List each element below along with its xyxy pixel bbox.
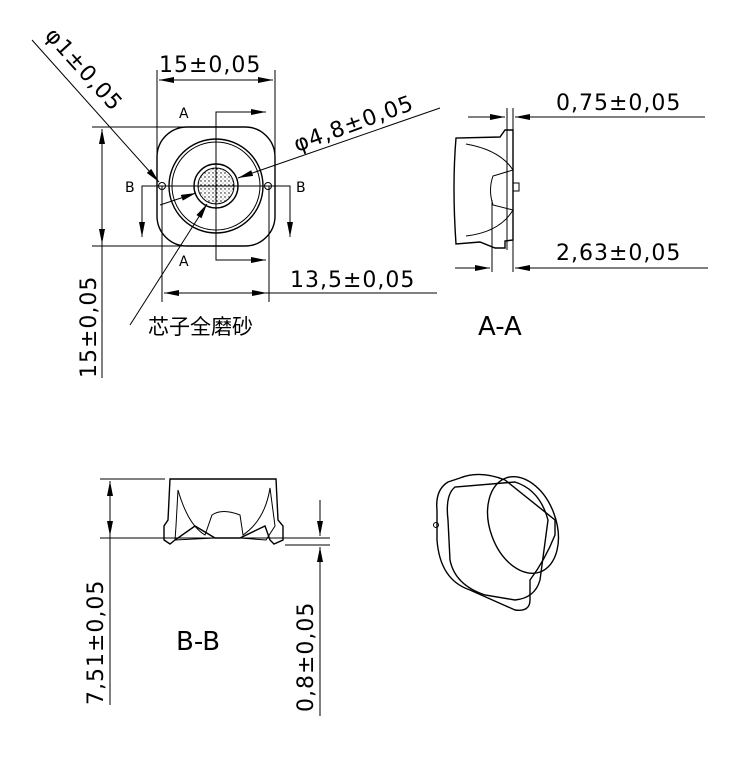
section-a-label-top: A xyxy=(179,106,189,122)
hole-dimension: φ1±0,05 xyxy=(40,23,127,116)
section-a-label-bottom: A xyxy=(179,254,189,270)
section-bb-title: B-B xyxy=(176,627,220,657)
pitch-dimension: 13,5±0,05 xyxy=(290,268,415,293)
width-dimension: 15±0,05 xyxy=(159,53,261,78)
section-b-label-right: B xyxy=(296,180,306,196)
section-b-label-left: B xyxy=(125,180,135,196)
section-aa: 0,75±0,05 2,63±0,05 A-A xyxy=(453,91,708,342)
core-dimension: φ4,8±0,05 xyxy=(291,91,418,158)
bb-foot-dimension: 0,8±0,05 xyxy=(294,602,319,712)
height-dimension: 15±0,05 xyxy=(77,276,102,378)
section-aa-body xyxy=(453,129,514,249)
core-note: 芯子全磨砂 xyxy=(148,315,253,339)
isometric-view xyxy=(433,473,560,611)
top-view: 15±0,05 15±0,05 φ1±0,05 φ4,8±0,05 A A B … xyxy=(31,23,441,378)
section-aa-title: A-A xyxy=(478,312,522,342)
aa-bottom-dimension: 2,63±0,05 xyxy=(556,241,681,266)
frosted-face xyxy=(486,475,560,575)
section-bb: 7,51±0,05 0,8±0,05 B-B xyxy=(84,478,330,716)
aa-top-dimension: 0,75±0,05 xyxy=(556,91,681,116)
bb-height-dimension: 7,51±0,05 xyxy=(84,580,109,705)
